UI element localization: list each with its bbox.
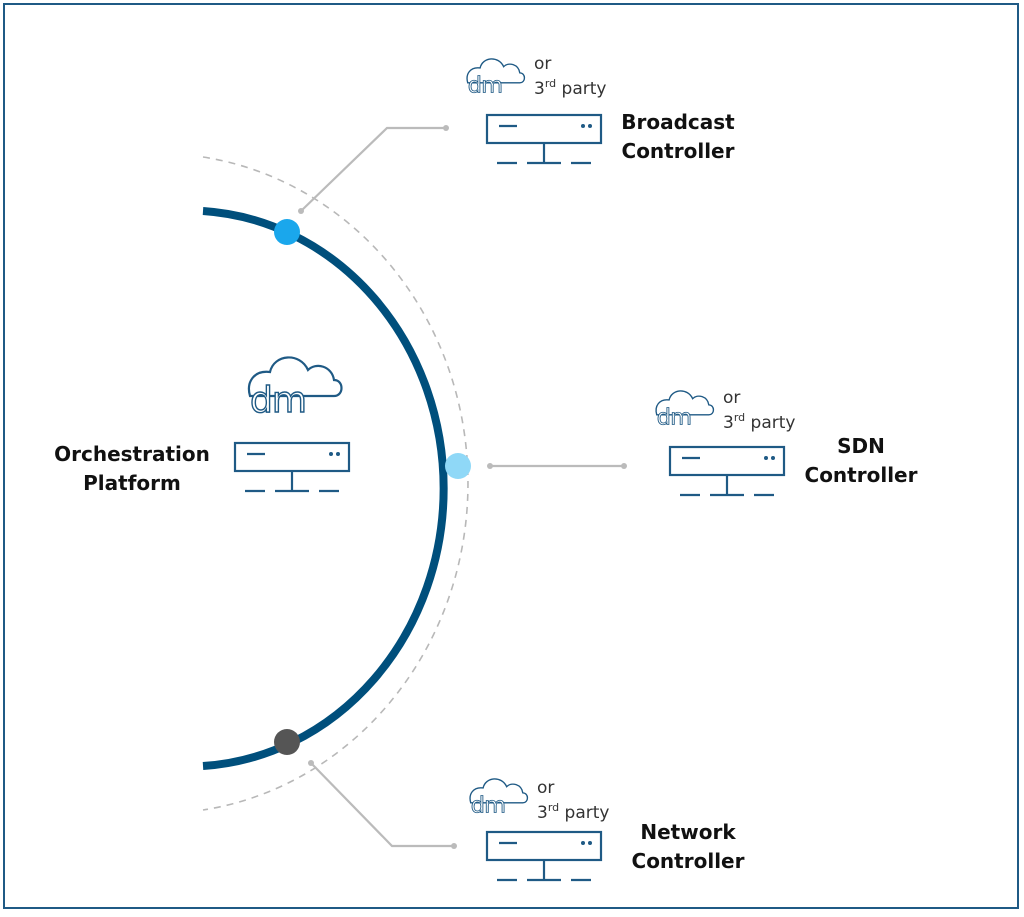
sdn-or-text: or (723, 388, 740, 408)
server-icon (668, 445, 786, 497)
network-node (274, 729, 300, 755)
orchestration-server-icon (233, 441, 351, 493)
sdn-third-party: 3rd party (723, 411, 795, 433)
server-icon (233, 441, 351, 493)
orchestration-title-line1: Orchestration (54, 442, 210, 466)
sdn-node (445, 453, 471, 479)
sdn-logo: dm (655, 390, 715, 431)
network-title-line2: Controller (632, 849, 745, 873)
diagram-frame (3, 3, 1019, 909)
broadcast-title-line1: Broadcast (621, 110, 735, 134)
broadcast-logo-text: dm (468, 73, 503, 99)
broadcast-connector (298, 125, 449, 214)
broadcast-or-text: or (534, 54, 551, 74)
network-third-party: 3rd party (537, 801, 609, 823)
broadcast-title-line2: Controller (622, 139, 735, 163)
server-icon (485, 830, 603, 882)
network-logo: dm (469, 778, 529, 819)
main-arc (202, 207, 448, 770)
network-connector (308, 760, 457, 849)
sdn-connector (487, 463, 627, 469)
sdn-server-icon (668, 445, 786, 497)
sdn-title-line1: SDN (837, 434, 885, 458)
broadcast-third-party: 3rd party (534, 77, 606, 99)
server-icon (485, 113, 603, 165)
orchestration-logo: dm (247, 356, 343, 422)
orchestration-title-line2: Platform (83, 471, 181, 495)
outer-dashed-arc (202, 156, 469, 811)
network-server-icon (485, 830, 603, 882)
network-title-line1: Network (640, 820, 736, 844)
network-logo-text: dm (471, 793, 506, 819)
broadcast-server-icon (485, 113, 603, 165)
orchestration-logo-text: dm (250, 380, 306, 421)
broadcast-node (274, 219, 300, 245)
broadcast-logo: dm (466, 58, 526, 99)
sdn-logo-text: dm (657, 405, 692, 431)
sdn-title-line2: Controller (805, 463, 918, 487)
network-or-text: or (537, 778, 554, 798)
